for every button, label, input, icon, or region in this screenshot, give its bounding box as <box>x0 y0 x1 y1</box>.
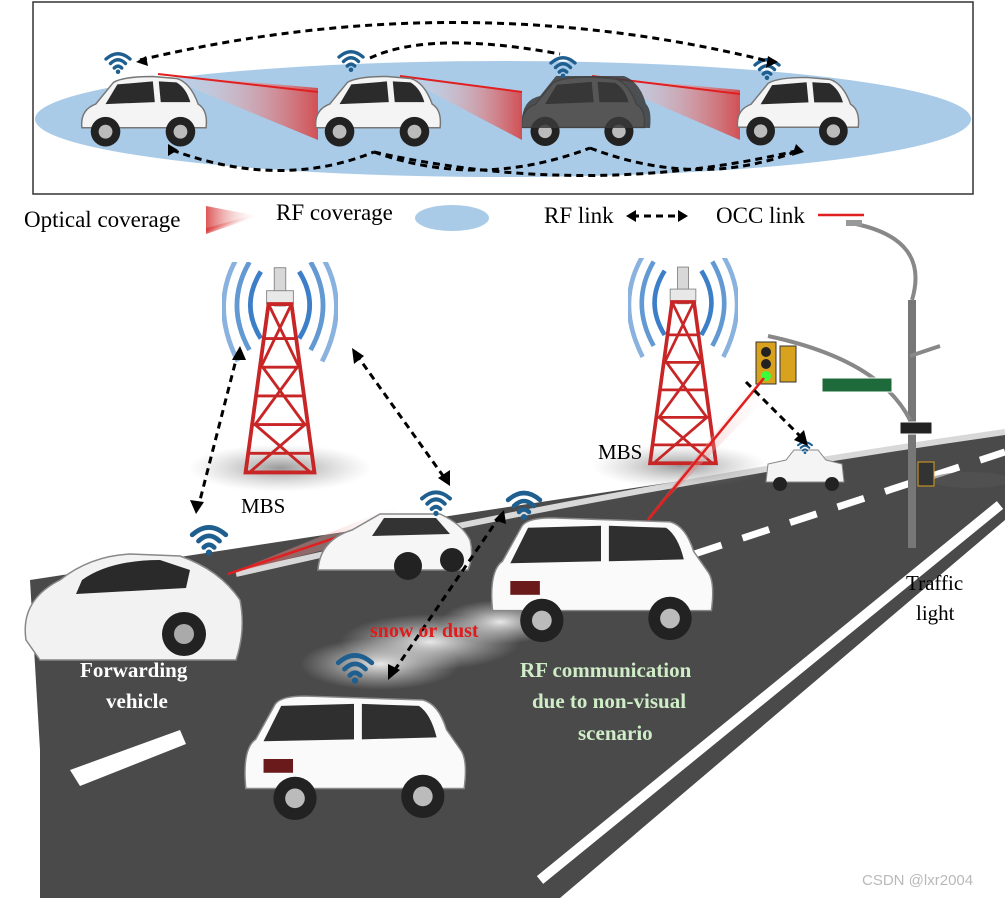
street-sign <box>822 378 892 392</box>
rf-communication-label-line3: scenario <box>578 721 653 745</box>
mbs-label-right: MBS <box>598 440 642 464</box>
snow-or-dust-label: snow or dust <box>370 620 479 642</box>
rf-coverage-swatch <box>415 205 489 231</box>
forwarding-vehicle <box>25 554 242 660</box>
legend-rf-coverage-label: RF coverage <box>276 200 393 225</box>
rf-communication-label-line1: RF communication <box>520 658 692 682</box>
legend: Optical coverage RF coverage RF link OCC… <box>24 200 864 234</box>
mbs-tower-left <box>224 256 337 472</box>
traffic-light-label-line2: light <box>916 601 955 625</box>
forwarding-vehicle-label-line2: vehicle <box>106 689 168 713</box>
rf-link-swatch <box>626 210 688 222</box>
traffic-light <box>756 342 796 384</box>
mbs-label-left: MBS <box>241 494 285 518</box>
traffic-light-label-line1: Traffic <box>906 571 963 595</box>
bmw-sedan <box>318 514 472 580</box>
forwarding-vehicle-label-line1: Forwarding <box>80 658 188 682</box>
wifi-icon <box>422 492 450 516</box>
rf-communication-label-line2: due to non-visual <box>532 689 686 713</box>
watermark: CSDN @lxr2004 <box>862 872 973 889</box>
inset-panel <box>33 2 973 194</box>
legend-optical-coverage-label: Optical coverage <box>24 207 180 232</box>
legend-occ-link-label: OCC link <box>716 203 805 228</box>
legend-rf-link-label: RF link <box>544 203 614 228</box>
